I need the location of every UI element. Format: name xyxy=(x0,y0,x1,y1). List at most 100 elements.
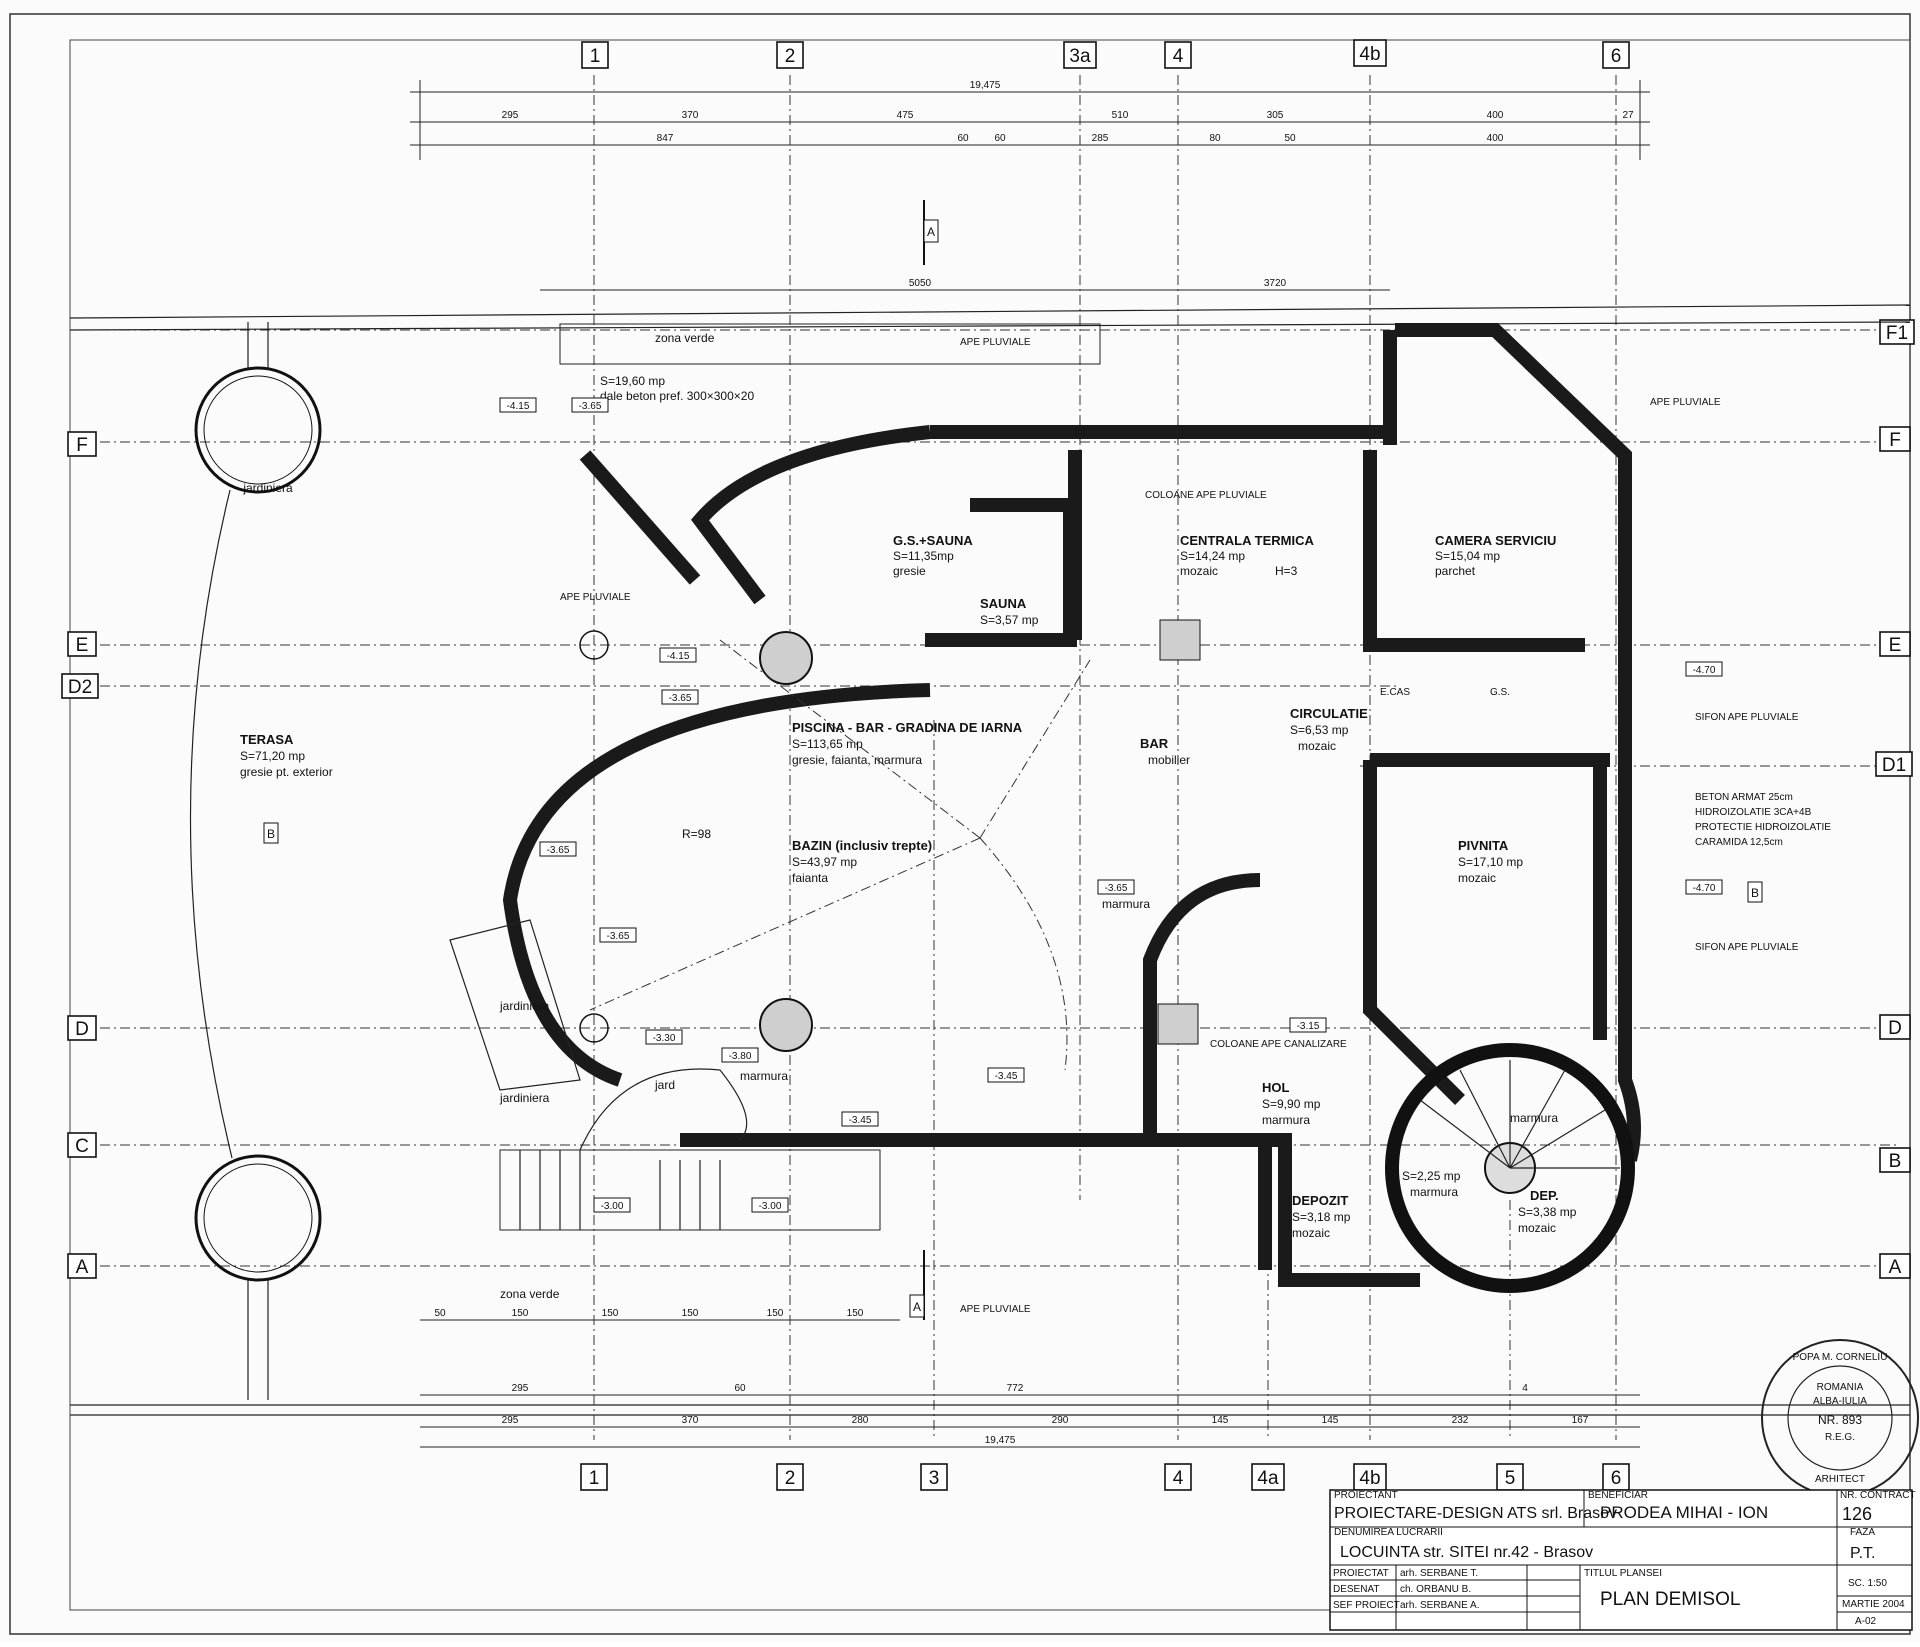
room-piscina-bar: PISCINA - BAR - GRADINA DE IARNA S=113,6… xyxy=(792,720,1023,767)
svg-text:G.S.: G.S. xyxy=(1490,687,1510,698)
section-mark-b: B B xyxy=(263,822,1763,903)
annotations: APE PLUVIALE APE PLUVIALE APE PLUVIALE S… xyxy=(560,337,1831,1050)
svg-text:DEP.: DEP. xyxy=(1530,1188,1559,1203)
svg-text:27: 27 xyxy=(1622,110,1634,121)
svg-text:-3.15: -3.15 xyxy=(1297,1021,1320,1032)
svg-text:370: 370 xyxy=(682,110,699,121)
svg-text:BETON ARMAT 25cm: BETON ARMAT 25cm xyxy=(1695,792,1793,803)
svg-text:POPA M. CORNELIU: POPA M. CORNELIU xyxy=(1793,1352,1888,1363)
svg-text:NR. 893: NR. 893 xyxy=(1818,1413,1862,1427)
svg-text:LOCUINTA str. SITEI nr.42 - Br: LOCUINTA str. SITEI nr.42 - Brasov xyxy=(1340,1544,1593,1561)
svg-text:ch. ORBANU B.: ch. ORBANU B. xyxy=(1400,1584,1471,1595)
room-terasa: TERASA S=71,20 mp gresie pt. exterior xyxy=(240,732,333,779)
svg-text:B: B xyxy=(1889,1151,1902,1172)
svg-text:1: 1 xyxy=(589,1468,600,1489)
misc-marmura: marmura marmura xyxy=(740,897,1150,1083)
svg-text:4: 4 xyxy=(1522,1383,1528,1394)
svg-text:arh. SERBANE A.: arh. SERBANE A. xyxy=(1400,1600,1479,1611)
svg-text:295: 295 xyxy=(512,1383,529,1394)
svg-text:COLOANE APE PLUVIALE: COLOANE APE PLUVIALE xyxy=(1145,490,1267,501)
room-pivnita: PIVNITA S=17,10 mp mozaic xyxy=(1458,838,1523,885)
svg-text:marmura: marmura xyxy=(1102,897,1150,911)
svg-text:HIDROIZOLATIE 3CA+4B: HIDROIZOLATIE 3CA+4B xyxy=(1695,807,1812,818)
room-bazin: BAZIN (inclusiv trepte) S=43,97 mp faian… xyxy=(792,838,932,885)
svg-text:gresie: gresie xyxy=(893,564,926,578)
svg-text:2: 2 xyxy=(785,46,796,67)
svg-text:150: 150 xyxy=(682,1308,699,1319)
svg-text:4b: 4b xyxy=(1359,44,1380,65)
svg-text:PROTECTIE HIDROIZOLATIE: PROTECTIE HIDROIZOLATIE xyxy=(1695,822,1831,833)
svg-text:S=43,97 mp: S=43,97 mp xyxy=(792,855,857,869)
svg-text:S=17,10 mp: S=17,10 mp xyxy=(1458,855,1523,869)
svg-text:50: 50 xyxy=(434,1308,446,1319)
svg-text:D: D xyxy=(75,1019,89,1040)
inner-border xyxy=(69,39,1911,1611)
svg-text:zona verde: zona verde xyxy=(500,1287,560,1301)
svg-text:parchet: parchet xyxy=(1435,564,1476,578)
svg-text:-4.15: -4.15 xyxy=(667,651,690,662)
svg-text:F: F xyxy=(1889,430,1901,451)
svg-text:305: 305 xyxy=(1267,110,1284,121)
svg-text:S=14,24 mp: S=14,24 mp xyxy=(1180,549,1245,563)
svg-text:D: D xyxy=(1888,1018,1902,1039)
svg-text:H=3: H=3 xyxy=(1275,564,1298,578)
svg-text:CAMERA SERVICIU: CAMERA SERVICIU xyxy=(1435,533,1556,548)
svg-text:B: B xyxy=(1751,886,1759,900)
room-scara: S=2,25 mp marmura marmura xyxy=(1402,1111,1558,1199)
svg-text:-4.70: -4.70 xyxy=(1693,665,1716,676)
svg-text:A: A xyxy=(1889,1257,1902,1278)
svg-text:mozaic: mozaic xyxy=(1518,1221,1556,1235)
svg-text:F: F xyxy=(76,435,88,456)
svg-text:PRODEA MIHAI - ION: PRODEA MIHAI - ION xyxy=(1600,1503,1768,1522)
svg-text:285: 285 xyxy=(1092,133,1109,144)
lower-planters: jardiniera jardiniera jard zona verde xyxy=(449,919,881,1301)
svg-text:150: 150 xyxy=(847,1308,864,1319)
svg-text:CIRCULATIE: CIRCULATIE xyxy=(1290,706,1368,721)
svg-text:4: 4 xyxy=(1173,46,1184,67)
axis-marker-top-1: 1 xyxy=(581,41,609,69)
svg-text:-3.45: -3.45 xyxy=(849,1115,872,1126)
svg-text:PROIECTAT: PROIECTAT xyxy=(1333,1568,1389,1579)
svg-text:60: 60 xyxy=(734,1383,746,1394)
svg-text:C: C xyxy=(75,1136,89,1157)
svg-text:mozaic: mozaic xyxy=(1180,564,1218,578)
room-hol: HOL S=9,90 mp marmura xyxy=(1262,1080,1321,1127)
svg-text:S=3,38 mp: S=3,38 mp xyxy=(1518,1205,1577,1219)
svg-text:3: 3 xyxy=(929,1468,940,1489)
svg-text:S=3,18 mp: S=3,18 mp xyxy=(1292,1210,1351,1224)
axis-marker-top-4b: 4b xyxy=(1353,39,1387,67)
site-boundary xyxy=(69,304,1911,1416)
svg-text:A-02: A-02 xyxy=(1855,1616,1877,1627)
svg-text:145: 145 xyxy=(1322,1415,1339,1426)
svg-text:CARAMIDA 12,5cm: CARAMIDA 12,5cm xyxy=(1695,837,1783,848)
svg-text:DENUMIREA LUCRARII: DENUMIREA LUCRARII xyxy=(1334,1527,1443,1538)
axis-marker-top-4: 4 xyxy=(1164,41,1192,69)
svg-text:PISCINA - BAR - GRADINA DE IAR: PISCINA - BAR - GRADINA DE IARNA xyxy=(792,720,1023,735)
svg-text:PLAN DEMISOL: PLAN DEMISOL xyxy=(1600,1589,1740,1610)
top-dimension-chains: 19,475 295 370 475 510 305 400 27 847 60… xyxy=(410,80,1650,291)
svg-text:19,475: 19,475 xyxy=(970,80,1001,91)
svg-text:S=71,20 mp: S=71,20 mp xyxy=(240,749,305,763)
svg-text:gresie, faianta, marmura: gresie, faianta, marmura xyxy=(792,753,922,767)
svg-text:6: 6 xyxy=(1611,1468,1622,1489)
svg-text:ALBA-IULIA: ALBA-IULIA xyxy=(1813,1396,1867,1407)
svg-text:S=19,60 mp: S=19,60 mp xyxy=(600,374,665,388)
svg-text:2: 2 xyxy=(785,1468,796,1489)
svg-text:847: 847 xyxy=(657,133,674,144)
round-columns xyxy=(579,619,1201,1052)
room-centrala-termica: CENTRALA TERMICA S=14,24 mp mozaic H=3 xyxy=(1180,533,1314,578)
svg-text:COLOANE APE CANALIZARE: COLOANE APE CANALIZARE xyxy=(1210,1039,1347,1050)
svg-text:ARHITECT: ARHITECT xyxy=(1815,1474,1865,1485)
svg-text:mozaic: mozaic xyxy=(1458,871,1496,885)
left-axis-markers: F E D2 D C A xyxy=(61,431,99,1279)
svg-text:1: 1 xyxy=(590,46,601,67)
svg-text:BAR: BAR xyxy=(1140,736,1169,751)
svg-text:mozaic: mozaic xyxy=(1292,1226,1330,1240)
axis-marker-top-6: 6 xyxy=(1602,41,1630,69)
axis-marker-top-3a: 3a xyxy=(1063,41,1097,69)
svg-text:A: A xyxy=(76,1257,89,1278)
svg-text:4a: 4a xyxy=(1257,1468,1279,1489)
svg-text:-4.15: -4.15 xyxy=(507,401,530,412)
svg-text:60: 60 xyxy=(994,133,1006,144)
